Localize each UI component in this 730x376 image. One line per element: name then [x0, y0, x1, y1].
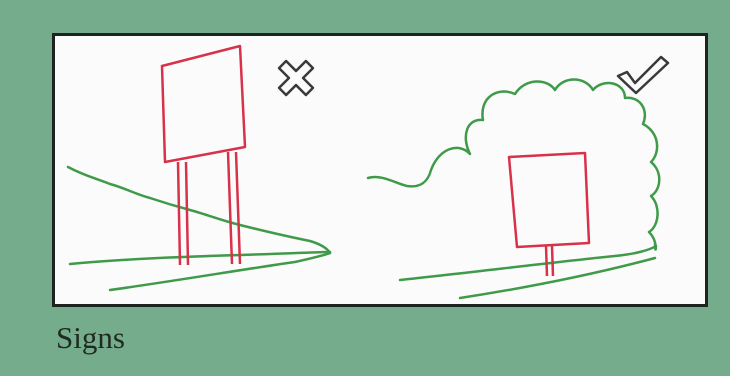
signs-illustration	[55, 36, 705, 304]
good-placement-example	[368, 57, 668, 298]
figure-caption: Signs	[56, 322, 125, 353]
bad-placement-example	[68, 46, 330, 290]
good-sign-post	[546, 246, 553, 276]
good-road-edge-upper	[400, 246, 656, 280]
check-icon	[618, 57, 668, 93]
bad-slope-line	[68, 167, 330, 253]
bad-sign-posts	[178, 152, 240, 265]
cross-icon	[269, 51, 323, 105]
illustration-panel	[52, 33, 708, 307]
good-road-edge-lower	[460, 258, 655, 298]
good-sign-board	[509, 153, 589, 247]
bad-sign-board	[162, 46, 245, 162]
